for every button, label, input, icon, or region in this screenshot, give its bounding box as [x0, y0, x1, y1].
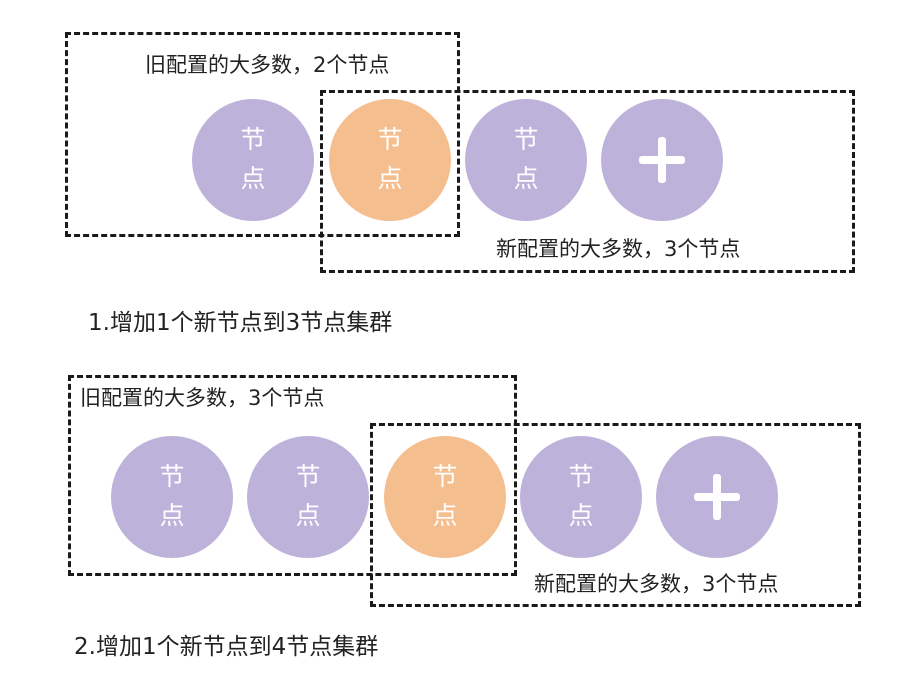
- cluster-node-overlap: 节 点: [329, 99, 451, 221]
- new-config-majority-label: 新配置的大多数，3个节点: [534, 572, 779, 596]
- node-label-bottom: 点: [513, 164, 539, 193]
- old-config-majority-label: 旧配置的大多数，2个节点: [145, 53, 390, 77]
- node-label-top: 节: [377, 125, 403, 155]
- new-node-plus: [656, 436, 778, 558]
- node-label-top: 节: [432, 462, 458, 492]
- node-label-top: 节: [159, 462, 185, 492]
- node-label-top: 节: [295, 462, 321, 492]
- node-label-bottom: 点: [377, 164, 403, 193]
- cluster-node-overlap: 节 点: [384, 436, 506, 558]
- cluster-node: 节 点: [520, 436, 642, 558]
- new-config-majority-label: 新配置的大多数，3个节点: [496, 237, 741, 261]
- diagram-caption: 1.增加1个新节点到3节点集群: [88, 310, 393, 336]
- cluster-node: 节 点: [111, 436, 233, 558]
- node-label-top: 节: [240, 125, 266, 155]
- plus-icon-stroke: [713, 474, 721, 520]
- node-label-bottom: 点: [240, 164, 266, 193]
- node-label-bottom: 点: [295, 501, 321, 530]
- node-label-top: 节: [568, 462, 594, 492]
- new-config-majority-box: [370, 423, 861, 607]
- new-node-plus: [601, 99, 723, 221]
- node-label-bottom: 点: [568, 501, 594, 530]
- node-label-bottom: 点: [432, 501, 458, 530]
- node-label-top: 节: [513, 125, 539, 155]
- plus-icon-stroke: [658, 137, 666, 183]
- cluster-node: 节 点: [247, 436, 369, 558]
- node-label-bottom: 点: [159, 501, 185, 530]
- old-config-majority-box: [68, 375, 517, 576]
- diagram-caption: 2.增加1个新节点到4节点集群: [74, 634, 379, 660]
- cluster-node: 节 点: [465, 99, 587, 221]
- new-config-majority-box: [320, 90, 855, 273]
- cluster-node: 节 点: [192, 99, 314, 221]
- old-config-majority-label: 旧配置的大多数，3个节点: [80, 386, 325, 410]
- old-config-majority-box: [65, 32, 460, 237]
